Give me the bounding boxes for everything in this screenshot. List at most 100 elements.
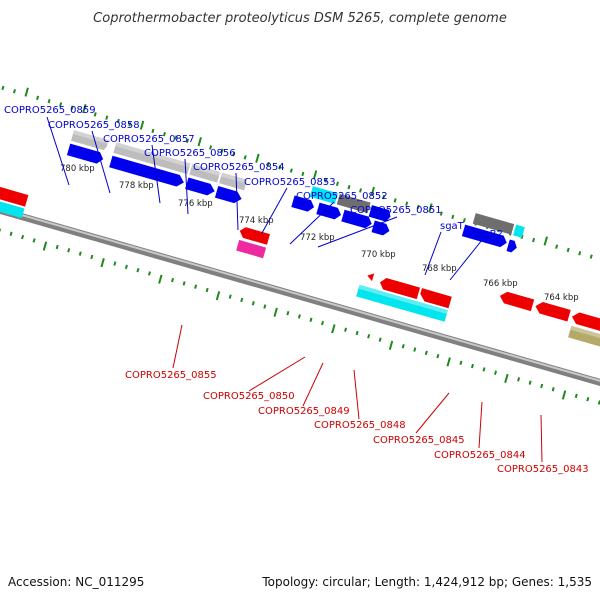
minor-tick — [228, 294, 232, 299]
gene-label-0853[interactable]: COPRO5265_0853 — [244, 177, 336, 188]
minor-tick — [436, 353, 440, 359]
gene-feature-0859 — [71, 130, 109, 151]
gene-label-0844[interactable]: COPRO5265_0844 — [434, 450, 526, 461]
minor-tick — [405, 201, 409, 206]
major-tick — [428, 203, 433, 213]
minor-tick — [382, 194, 386, 200]
cds-feature-0852 — [368, 205, 391, 222]
minor-tick — [413, 347, 417, 352]
major-tick — [446, 357, 451, 367]
minor-tick — [128, 122, 132, 127]
major-tick — [215, 291, 221, 301]
minor-tick — [289, 168, 293, 173]
cds-feature-0850 — [379, 277, 421, 300]
minor-tick — [367, 334, 371, 339]
gene-label-0854[interactable]: COPRO5265_0854 — [193, 162, 285, 173]
cds-feature-0859 — [66, 143, 104, 164]
major-tick — [255, 153, 260, 163]
minor-tick — [186, 138, 190, 144]
gene-label-0849[interactable]: COPRO5265_0849 — [258, 406, 350, 417]
gene-feature-0856 — [219, 172, 248, 191]
major-tick — [388, 340, 394, 350]
cds-feature-0857 — [185, 177, 215, 196]
minor-tick — [12, 89, 17, 94]
gene-feature-sgaB2 — [513, 224, 525, 238]
tick-label-776: 776 kbp — [178, 199, 213, 209]
minor-tick — [151, 128, 155, 134]
gene-label-0856[interactable]: COPRO5265_0856 — [144, 148, 236, 159]
minor-tick — [182, 281, 186, 286]
minor-tick — [297, 314, 301, 319]
cds-feature-0849 — [420, 288, 452, 309]
major-tick — [197, 137, 202, 147]
cds-feature-0845 — [499, 291, 535, 312]
cds-feature-0855 — [239, 227, 270, 245]
minor-tick — [566, 247, 570, 253]
gene-label-0845[interactable]: COPRO5265_0845 — [373, 435, 465, 446]
minor-tick — [470, 363, 474, 369]
tick-label-774: 774 kbp — [239, 216, 274, 226]
rrna-feature-0843 — [568, 325, 600, 360]
gene-label-0855[interactable]: COPRO5265_0855 — [125, 370, 217, 381]
minor-tick — [136, 267, 140, 273]
minor-tick — [9, 231, 13, 236]
minor-tick — [78, 251, 82, 256]
gene-label-sgaB2[interactable]: sgaB2 — [472, 229, 503, 240]
tick-label-764: 764 kbp — [544, 293, 579, 303]
gene-label-0852[interactable]: COPRO5265_0852 — [296, 191, 388, 202]
gene-label-sgaT[interactable]: sgaT — [440, 221, 465, 232]
minor-tick — [59, 102, 63, 107]
minor-tick — [1, 85, 5, 91]
minor-tick — [462, 218, 466, 223]
cds-feature-0844 — [535, 302, 571, 322]
minor-tick — [113, 261, 117, 266]
tick-labels: 780 kbp 778 kbp 776 kbp 774 kbp 772 kbp … — [60, 164, 579, 303]
gene-label-0848[interactable]: COPRO5265_0848 — [314, 420, 406, 431]
tick-label-770: 770 kbp — [361, 250, 396, 260]
gene-feature — [0, 199, 25, 219]
minor-tick — [532, 237, 536, 243]
gene-label-0850[interactable]: COPRO5265_0850 — [203, 391, 295, 402]
minor-tick — [424, 350, 428, 356]
minor-tick — [378, 337, 382, 342]
accession-text: Accession: NC_011295 — [8, 575, 144, 589]
minor-tick — [266, 161, 270, 167]
tick-label-768: 768 kbp — [422, 264, 457, 274]
gene-feature-0854 — [309, 186, 338, 204]
minor-tick — [540, 383, 544, 389]
gene-label-0851[interactable]: COPRO5265_0851 — [350, 205, 442, 216]
cds-feature-0851 — [341, 209, 372, 229]
minor-tick — [93, 112, 97, 117]
scale-ticks-reverse — [0, 228, 600, 405]
major-tick — [543, 236, 548, 246]
minor-tick — [589, 254, 593, 259]
minor-tick — [67, 248, 71, 253]
tick-label-766: 766 kbp — [483, 279, 518, 289]
minor-tick — [232, 151, 236, 157]
minor-tick — [286, 310, 290, 316]
major-tick — [273, 307, 278, 317]
minor-tick — [90, 254, 94, 260]
minor-tick — [124, 264, 128, 270]
minor-tick — [459, 360, 463, 365]
major-tick — [42, 241, 48, 251]
minor-tick — [70, 105, 74, 110]
major-tick — [331, 324, 336, 334]
leader-0859 — [46, 116, 70, 186]
minor-tick — [359, 188, 363, 193]
tick-label-772: 772 kbp — [300, 233, 335, 243]
genome-summary-text: Topology: circular; Length: 1,424,912 bp… — [261, 575, 592, 589]
cds-feature-sgaT — [461, 224, 507, 248]
gene-feature-0848 — [356, 284, 448, 322]
features — [0, 130, 600, 360]
gene-label-0859[interactable]: COPRO5265_0859 — [4, 105, 96, 116]
minor-tick — [209, 145, 213, 150]
reverse-gene-labels: COPRO5265_0855 COPRO5265_0850 COPRO5265_… — [125, 370, 589, 475]
gene-label-0843[interactable]: COPRO5265_0843 — [497, 464, 589, 475]
cds-feature — [0, 185, 29, 207]
gene-label-0857[interactable]: COPRO5265_0857 — [103, 134, 195, 145]
minor-tick — [320, 320, 325, 326]
backbone-highlight — [0, 156, 600, 434]
gene-label-0858[interactable]: COPRO5265_0858 — [48, 120, 140, 131]
